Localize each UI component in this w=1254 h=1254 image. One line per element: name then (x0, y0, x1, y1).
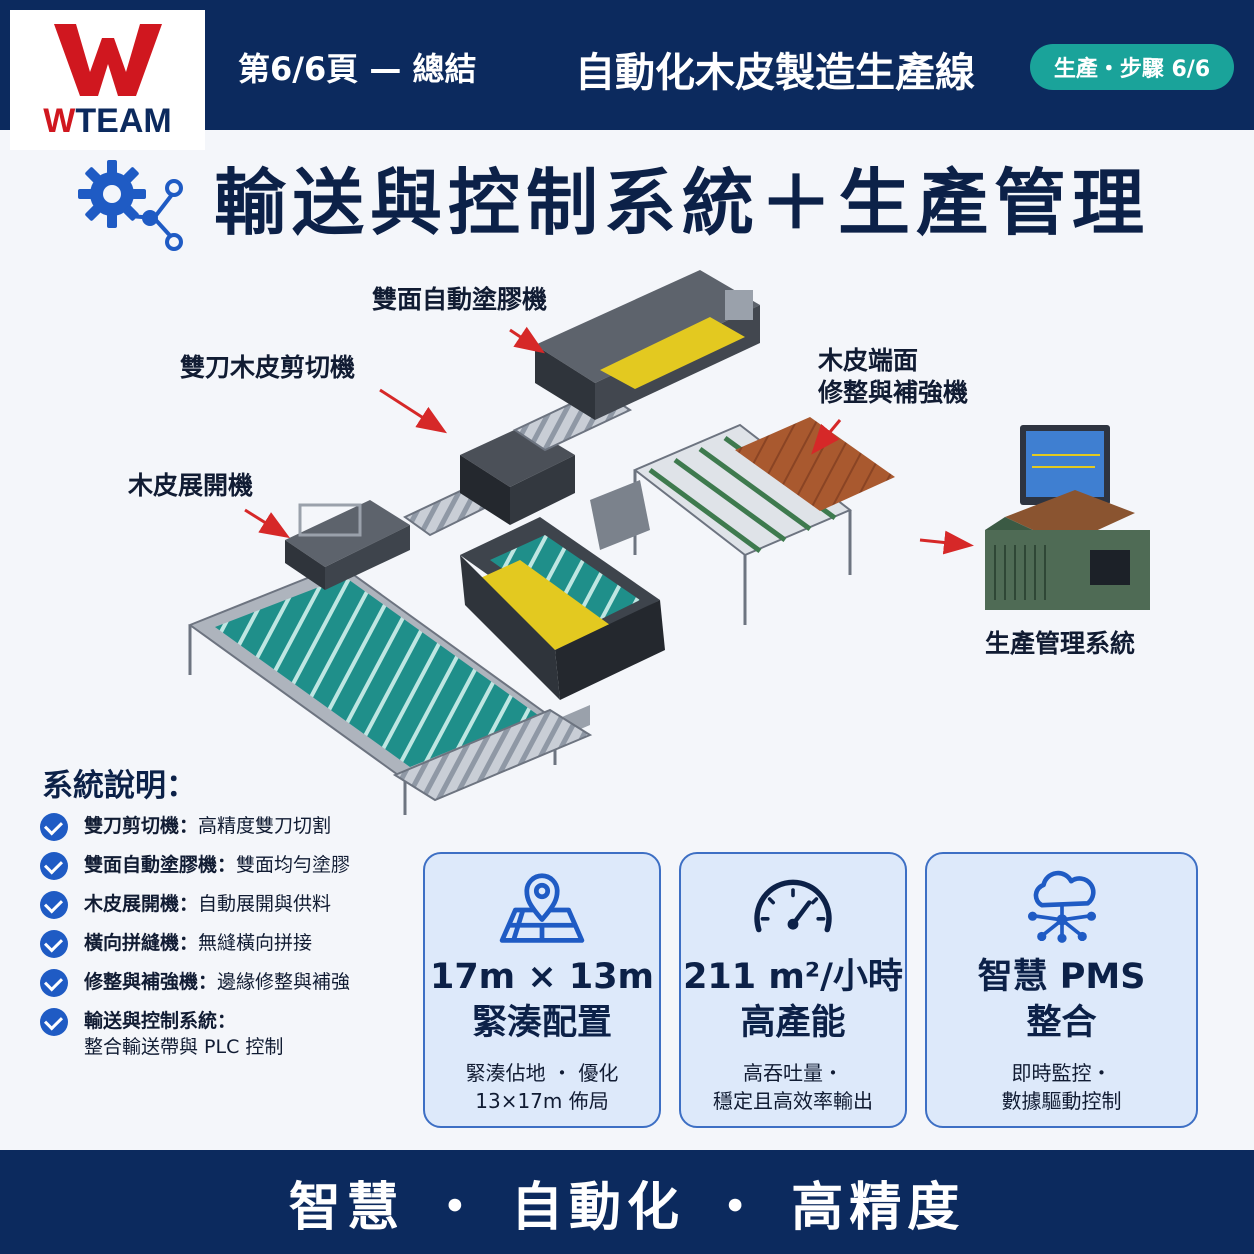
page-indicator: 第6/6頁 — 總結 (238, 50, 477, 88)
list-item: 木皮展開機：自動展開與供料 (40, 886, 430, 925)
callout-pms: 生產管理系統 (985, 629, 1136, 658)
feature-card-capacity: 211 m²/小時 高產能 高吞吐量・ 穩定且高效率輸出 (679, 852, 907, 1128)
system-description-list: 雙刀剪切機：高精度雙刀切割 雙面自動塗膠機：雙面均勻塗膠 木皮展開機：自動展開與… (40, 808, 430, 1063)
roller-conveyor-bottom (392, 708, 593, 802)
logo-text: WTEAM (43, 101, 172, 140)
check-icon (40, 930, 68, 958)
list-item: 雙面自動塗膠機：雙面均勻塗膠 (40, 847, 430, 886)
pms-computer (985, 425, 1150, 610)
check-icon (40, 813, 68, 841)
card-description: 高吞吐量・ 穩定且高效率輸出 (713, 1061, 873, 1113)
callout-glue-machine: 雙面自動塗膠機 (372, 285, 548, 314)
end-trimming-machine (590, 417, 895, 625)
header-bar: 第6/6頁 — 總結 自動化木皮製造生產線 生產・步驟 6/6 (0, 0, 1254, 130)
callout-unfolding: 木皮展開機 (128, 471, 254, 500)
list-item: 橫向拼縫機：無縫橫向拼接 (40, 925, 430, 964)
w-logo-icon (53, 23, 162, 96)
callout-cutting-machine: 雙刀木皮剪切機 (180, 353, 356, 382)
check-icon (40, 969, 68, 997)
footer-bar: 智慧 ・ 自動化 ・ 高精度 (0, 1150, 1254, 1254)
transverse-splicer (460, 517, 665, 700)
card-title: 智慧 PMS 整合 (977, 957, 1146, 1043)
footer-tagline: 智慧 ・ 自動化 ・ 高精度 (288, 1177, 966, 1238)
list-item: 輸送與控制系統： 整合輸送帶與 PLC 控制 (40, 1003, 430, 1063)
check-icon (40, 1008, 68, 1036)
cloud-network-icon (1027, 870, 1096, 943)
list-item: 雙刀剪切機：高精度雙刀切割 (40, 808, 430, 847)
header-title: 自動化木皮製造生產線 (575, 50, 975, 96)
list-item: 修整與補強機：邊緣修整與補強 (40, 964, 430, 1003)
glue-machine (535, 270, 760, 420)
step-badge: 生產・步驟 6/6 (1030, 44, 1234, 90)
card-title: 211 m²/小時 高產能 (683, 957, 903, 1043)
feature-card-layout: 17m × 13m 緊湊配置 緊湊佔地 ・ 優化 13×17m 佈局 (423, 852, 661, 1128)
callout-end-trimming-line2: 修整與補強機 (818, 378, 969, 407)
card-title: 17m × 13m 緊湊配置 (429, 957, 655, 1043)
card-description: 即時監控・ 數據驅動控制 (1001, 1061, 1122, 1113)
card-description: 緊湊佔地 ・ 優化 13×17m 佈局 (465, 1061, 619, 1113)
main-title: 輸送與控制系統＋生產管理 (214, 161, 1151, 245)
callout-end-trimming-line1: 木皮端面 (818, 346, 919, 375)
check-icon (40, 852, 68, 880)
speedometer-icon (754, 879, 832, 933)
gear-network-icon (78, 160, 183, 251)
production-line-diagram (187, 270, 1150, 815)
wteam-logo: WTEAM (10, 10, 205, 150)
feature-card-pms: 智慧 PMS 整合 即時監控・ 數據驅動控制 (925, 852, 1198, 1128)
callout-end-trimming: 木皮端面 修整與補強機 (818, 345, 968, 409)
system-description-heading: 系統說明： (42, 768, 197, 804)
map-location-icon (499, 873, 585, 943)
unfolding-machine (285, 500, 410, 590)
check-icon (40, 891, 68, 919)
